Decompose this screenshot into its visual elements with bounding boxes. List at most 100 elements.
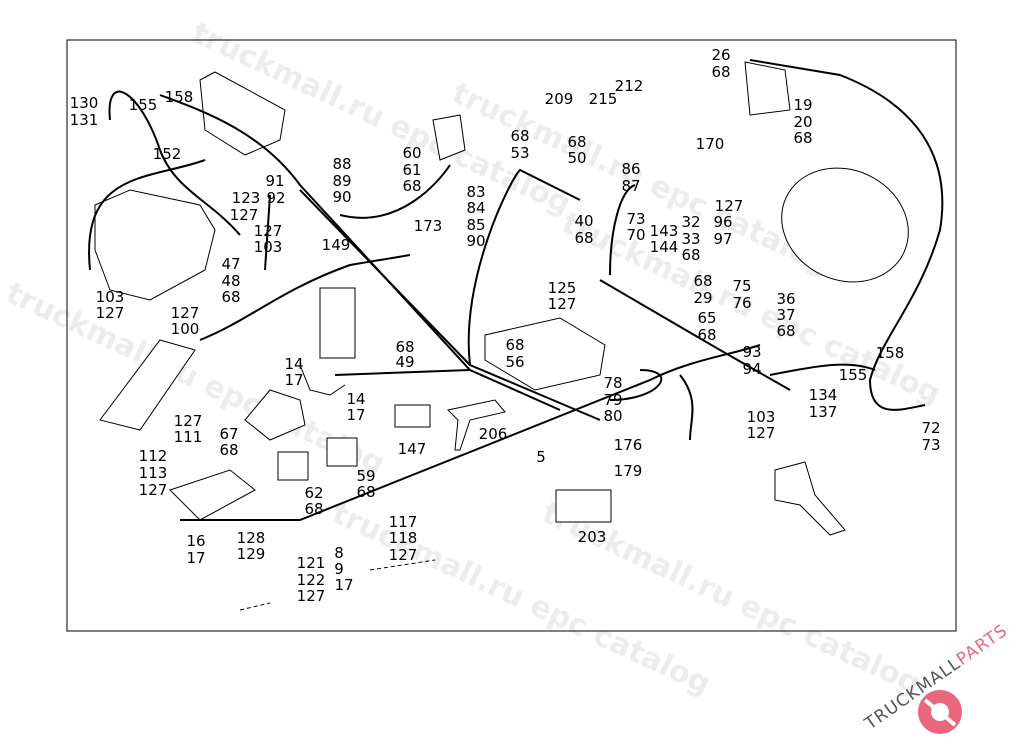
part-relay-62 — [277, 451, 309, 481]
part-number-label: 59 — [356, 467, 375, 485]
part-number-label: 89 — [332, 172, 351, 190]
part-number-label: 127 — [297, 587, 326, 605]
part-number-label: 85 — [466, 216, 485, 234]
part-number-label: 203 — [578, 528, 607, 546]
part-number-label: 16 — [186, 532, 205, 550]
diagram-frame — [66, 39, 957, 632]
part-number-label: 80 — [603, 407, 622, 425]
part-number-label: 36 — [776, 290, 795, 308]
part-number-label: 143 — [650, 222, 679, 240]
part-number-label: 68 — [402, 177, 421, 195]
part-number-label: 155 — [129, 96, 158, 114]
part-number-label: 68 — [697, 326, 716, 344]
part-number-label: 179 — [614, 462, 643, 480]
part-number-label: 68 — [681, 246, 700, 264]
part-number-label: 84 — [466, 199, 485, 217]
part-number-label: 32 — [681, 213, 700, 231]
part-number-label: 75 — [732, 277, 751, 295]
part-number-label: 158 — [876, 344, 905, 362]
parts-drawings — [94, 61, 909, 536]
part-number-label: 56 — [505, 353, 524, 371]
part-number-label: 125 — [548, 279, 577, 297]
part-number-label: 67 — [219, 425, 238, 443]
part-number-label: 17 — [186, 549, 205, 567]
part-number-label: 17 — [334, 576, 353, 594]
part-number-label: 79 — [603, 391, 622, 409]
part-number-label: 14 — [346, 390, 365, 408]
part-number-label: 173 — [414, 217, 443, 235]
part-number-label: 68 — [711, 63, 730, 81]
part-number-label: 97 — [713, 230, 732, 248]
part-relay — [432, 114, 466, 161]
part-number-label: 73 — [921, 436, 940, 454]
part-number-label: 103 — [747, 408, 776, 426]
part-steering-wheel — [781, 167, 909, 283]
part-number-label: 8 — [334, 544, 344, 562]
part-number-label: 53 — [510, 144, 529, 162]
part-number-label: 68 — [304, 500, 323, 518]
part-number-label: 127 — [174, 412, 203, 430]
part-number-label: 93 — [742, 343, 761, 361]
part-number-label: 92 — [266, 189, 285, 207]
part-number-label: 103 — [96, 288, 125, 306]
part-number-label: 100 — [171, 320, 200, 338]
part-control-unit — [484, 317, 606, 391]
part-number-label: 72 — [921, 419, 940, 437]
part-number-label: 68 — [219, 441, 238, 459]
part-number-label: 60 — [402, 144, 421, 162]
part-number-label: 20 — [793, 113, 812, 131]
gear-logo-icon — [918, 690, 962, 734]
part-number-label: 111 — [174, 428, 203, 446]
part-number-label: 123 — [232, 189, 261, 207]
part-motor — [99, 339, 196, 431]
part-number-label: 137 — [809, 403, 838, 421]
part-number-label: 68 — [567, 133, 586, 151]
part-housing — [199, 71, 286, 156]
part-number-label: 70 — [626, 226, 645, 244]
part-number-label: 68 — [776, 322, 795, 340]
part-number-label: 73 — [626, 210, 645, 228]
part-number-label: 206 — [479, 425, 508, 443]
part-number-label: 83 — [466, 183, 485, 201]
part-number-label: 68 — [510, 127, 529, 145]
part-switch-19 — [744, 61, 791, 116]
part-number-label: 127 — [715, 197, 744, 215]
part-number-label: 33 — [681, 230, 700, 248]
part-switch-147 — [394, 404, 431, 428]
part-number-label: 209 — [545, 90, 574, 108]
part-number-label: 78 — [603, 374, 622, 392]
part-number-label: 68 — [221, 288, 240, 306]
part-number-label: 117 — [389, 513, 418, 531]
part-number-label: 68 — [505, 336, 524, 354]
part-number-label: 215 — [589, 90, 618, 108]
part-module — [319, 287, 356, 359]
part-number-label: 68 — [574, 229, 593, 247]
part-number-label: 158 — [165, 88, 194, 106]
part-number-label: 155 — [839, 366, 868, 384]
part-bracket-206 — [446, 399, 506, 451]
part-number-label: 147 — [398, 440, 427, 458]
part-number-label: 17 — [346, 406, 365, 424]
part-plate-203 — [555, 489, 612, 523]
part-number-label: 50 — [567, 149, 586, 167]
part-number-label: 68 — [356, 483, 375, 501]
part-number-label: 87 — [621, 177, 640, 195]
part-number-label: 26 — [711, 46, 730, 64]
part-number-label: 62 — [304, 484, 323, 502]
part-number-label: 17 — [284, 371, 303, 389]
part-number-label: 134 — [809, 386, 838, 404]
part-switch-block — [244, 389, 306, 441]
part-number-label: 91 — [265, 172, 284, 190]
part-number-label: 152 — [153, 145, 182, 163]
part-number-label: 19 — [793, 96, 812, 114]
part-number-label: 9 — [334, 560, 344, 578]
part-number-label: 49 — [395, 353, 414, 371]
part-number-label: 130 — [70, 94, 99, 112]
part-number-label: 127 — [747, 424, 776, 442]
part-number-label: 5 — [536, 448, 546, 466]
part-number-label: 94 — [742, 360, 761, 378]
part-number-label: 37 — [776, 306, 795, 324]
part-number-label: 212 — [615, 77, 644, 95]
